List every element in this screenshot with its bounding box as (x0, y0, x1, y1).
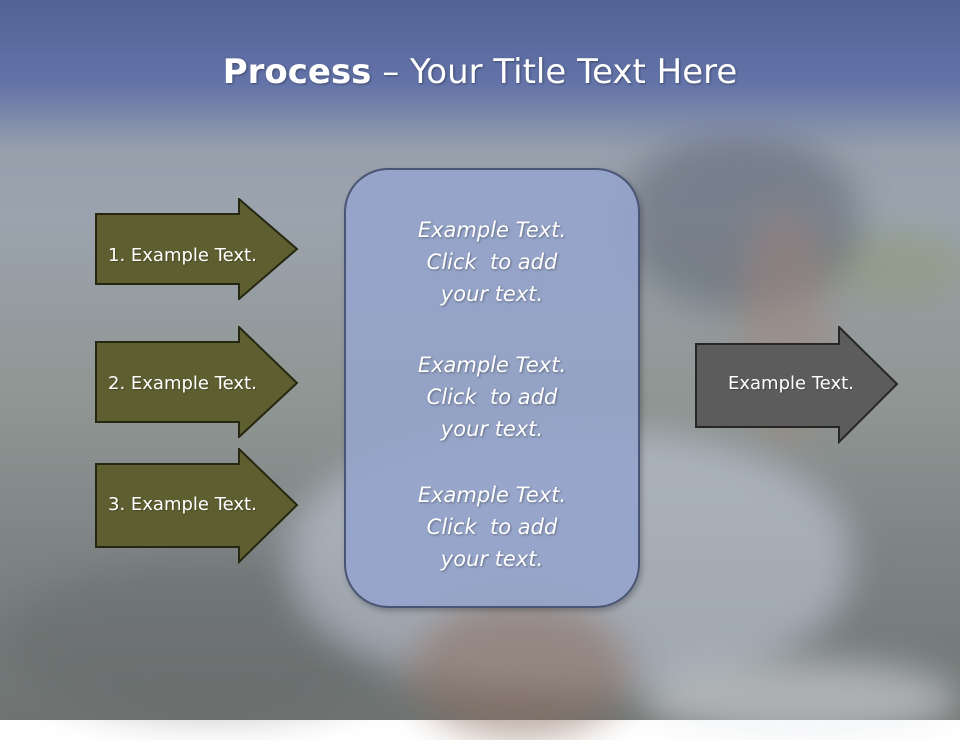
center-paragraph-2-line-1: Example Text. (417, 353, 567, 377)
title-bold: Process (222, 52, 372, 92)
center-paragraph-1-line-1: Example Text. (417, 218, 567, 242)
left-arrow-3-label: 3. Example Text. (108, 494, 257, 515)
photo-head (410, 600, 630, 740)
right-arrow-label: Example Text. (728, 373, 854, 394)
center-paragraph-2-line-3: your text. (440, 417, 544, 441)
center-paragraph-1-line-2: Click to add (426, 250, 558, 274)
photo-officer-jacket (620, 130, 860, 310)
center-paragraph-3-line-3: your text. (440, 547, 544, 571)
arrow-right-shape-icon (95, 326, 299, 438)
title-band (0, 0, 960, 150)
arrow-right-shape-icon (95, 198, 299, 300)
photo-car-hood (640, 660, 960, 740)
center-paragraph-2-line-2: Click to add (426, 385, 558, 409)
left-arrow-2-label: 2. Example Text. (108, 373, 257, 394)
center-paragraph-1-line-3: your text. (440, 282, 544, 306)
center-paragraph-3-line-1: Example Text. (417, 483, 567, 507)
center-paragraph-2: Example Text. Click to add your text. (346, 349, 638, 445)
photo-grass (820, 230, 960, 300)
left-arrow-3[interactable]: 3. Example Text. (94, 448, 300, 564)
title-rest: – Your Title Text Here (371, 52, 738, 92)
left-arrow-1-label: 1. Example Text. (108, 245, 257, 266)
right-arrow[interactable]: Example Text. (694, 326, 900, 444)
arrow-right-shape-icon (95, 448, 299, 564)
center-paragraph-3-line-2: Click to add (426, 515, 558, 539)
left-arrow-1[interactable]: 1. Example Text. (94, 198, 300, 300)
center-paragraph-1: Example Text. Click to add your text. (346, 214, 638, 310)
center-text-box[interactable]: Example Text. Click to add your text. Ex… (344, 168, 640, 608)
center-paragraph-3: Example Text. Click to add your text. (346, 479, 638, 575)
slide-title[interactable]: Process – Your Title Text Here (0, 52, 960, 92)
arrow-right-shape-icon (695, 326, 899, 444)
left-arrow-2[interactable]: 2. Example Text. (94, 326, 300, 438)
